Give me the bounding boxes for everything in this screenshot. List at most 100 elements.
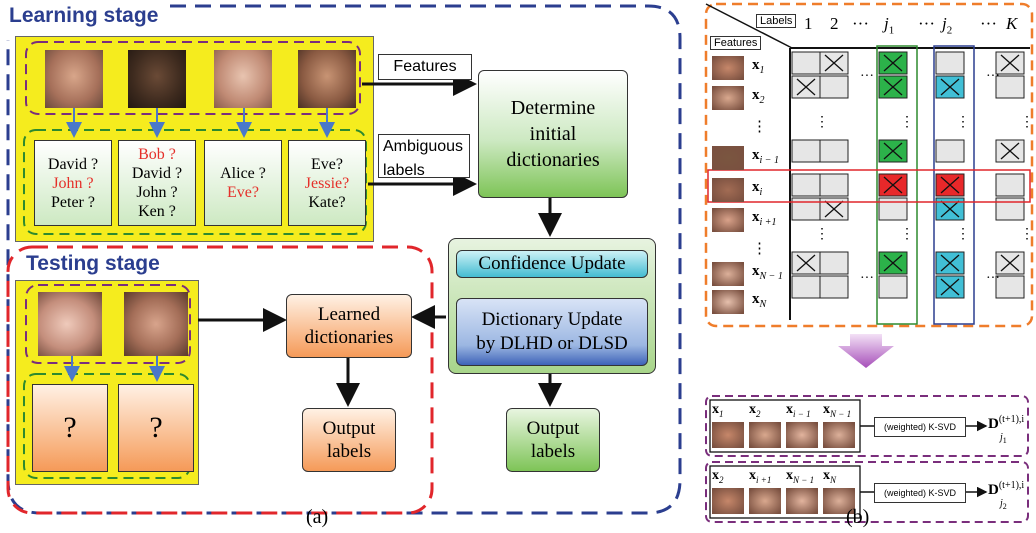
dictionary-j1: D(t+1),i j1 [988,414,1025,445]
matrix-cell [791,275,821,299]
output-labels-learning: Output labels [506,408,600,472]
col-header-K: K [1006,14,1018,33]
matrix-cell [791,139,821,163]
label-name: Bob ? [138,146,176,163]
cross-mark [940,278,960,296]
row-label: xN − 1 [752,263,783,282]
row-label: ⋮ [752,119,767,135]
group-face-image [786,422,818,448]
output-line: labels [326,441,372,462]
features-label: Features [378,54,472,80]
group-box-j2 [705,461,1029,523]
group-sample-label: x1 [712,402,724,419]
label-name: Ken ? [138,203,176,220]
dict-sup: (t+1),i [998,480,1025,491]
cross-mark [940,78,960,96]
determine-line: initial [529,123,577,145]
determine-dictionaries-box: Determine initial dictionaries [478,70,628,198]
dict-subsub: 1 [1002,436,1007,445]
row-label: x2 [752,87,765,106]
col-header-dots2: ··· [918,14,935,33]
col-j2-letter: j [942,14,947,33]
ksvd-box-2: (weighted) K-SVD [874,483,966,503]
vertical-ellipsis: ⋮ [815,227,829,242]
vertical-ellipsis: ⋮ [900,115,914,130]
ellipsis-mark: ··· [860,271,874,286]
cross-mark [883,54,903,72]
group-face-image [823,488,855,514]
vertical-ellipsis: ⋮ [900,227,914,242]
matrix-cell [995,75,1025,99]
label-card-2: Bob ? David ? John ? Ken ? [118,140,196,226]
testing-stage-border [6,245,434,515]
label-name: Kate? [308,193,346,211]
learning-stage-title: Learning stage [6,4,162,28]
row-face-image [712,262,744,286]
row-face-image [712,290,744,314]
labels-header: Labels [756,14,797,28]
caption-b: (b) [846,506,870,528]
matrix-cell [819,139,849,163]
label-name: Eve? [227,184,259,201]
vertical-ellipsis: ⋮ [1020,115,1034,130]
label-name: Eve? [311,155,343,173]
row-label: xi [752,179,763,198]
row-label: xi − 1 [752,147,780,166]
label-name: John ? [52,174,94,192]
col-j1-sub: 1 [888,24,895,37]
group-face-image [749,488,781,514]
label-name: David ? [131,165,183,182]
cross-mark [940,200,960,218]
label-card-3: Alice ? Eve? [204,140,282,226]
test-face-image-1 [38,292,102,356]
output-line: Output [322,418,376,439]
dictionary-update-line: Dictionary Update [481,309,623,330]
matrix-cell [995,275,1025,299]
matrix-border [704,2,1034,328]
face-image-2 [128,50,186,108]
matrix-cell [878,197,908,221]
cross-mark [1000,254,1020,272]
vertical-ellipsis: ⋮ [956,115,970,130]
col-header-dots3: ··· [980,14,997,33]
determine-line: Determine [510,97,596,119]
unknown-label-1: ? [32,384,108,472]
col-j2-sub: 2 [946,24,953,37]
group-face-image [786,488,818,514]
dict-base: D [988,416,999,432]
ambiguous-labels-box: Ambiguous labels [378,134,470,179]
face-image-4 [298,50,356,108]
ksvd-box-1: (weighted) K-SVD [874,417,966,437]
face-image-1 [45,50,103,108]
label-name: Peter ? [51,193,95,211]
matrix-cell [819,173,849,197]
cross-mark [1000,54,1020,72]
group-sample-label: xi − 1 [786,402,811,419]
row-label: xN [752,291,767,310]
group-box-j1 [705,395,1029,457]
learned-dictionaries-box: Learned dictionaries [286,294,412,358]
caption-a: (a) [306,506,329,528]
col-header-1: 1 [804,14,813,33]
ellipsis-mark: ··· [986,69,1000,84]
dict-subsub: 2 [1002,502,1007,511]
row-face-image [712,86,744,110]
matrix-cell [819,251,849,275]
matrix-cell [791,173,821,197]
dict-sub: j [1000,432,1003,443]
matrix-cell [819,75,849,99]
transition-arrow [838,334,894,368]
dict-sup: (t+1),i [998,414,1025,425]
matrix-cell [995,197,1025,221]
output-line: labels [530,441,576,462]
dictionary-update-box: Dictionary Update by DLHD or DLSD [456,298,648,366]
cross-mark [883,78,903,96]
label-name: Jessie? [304,174,350,192]
group-sample-label: x2 [712,468,724,485]
vertical-ellipsis: ⋮ [1020,227,1034,242]
matrix-cell [791,51,821,75]
group-face-image [712,422,744,448]
learning-stage-border [6,4,682,515]
group-sample-label: xi +1 [749,468,772,485]
label-matrix: ············⋮⋮⋮⋮⋮⋮⋮⋮ [791,51,1034,299]
